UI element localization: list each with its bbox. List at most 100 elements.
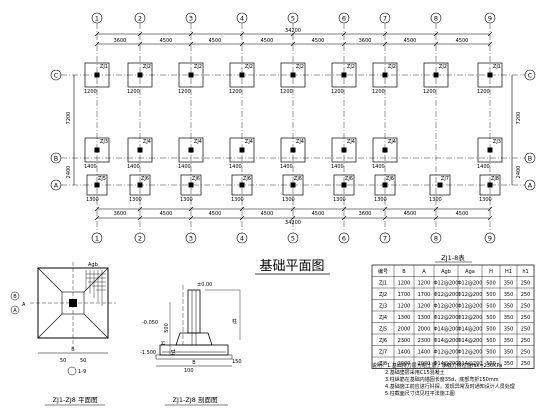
axis-ref-bubble [67,366,77,376]
table-cell: Φ14@200 [434,361,459,367]
table-cell: Φ14@200 [458,361,483,367]
axis-bubbles-left: C B A [50,69,62,191]
table-cell: 350 [504,281,514,287]
axis-ref-range: 1-9 [78,369,86,375]
table-cell: 1200 [398,281,411,287]
column-mark [94,72,100,78]
axis-ref-a: A [13,308,17,314]
top-span-dim: 3600 [359,38,372,44]
table-cell: 1400 [398,350,411,356]
column-mark [290,147,296,153]
dim-tick [341,215,347,221]
footing-label: ZJ7 [441,176,449,182]
table-cell: 250 [521,304,531,310]
top-span-dim: 3600 [114,38,127,44]
table-cell: 1200 [398,304,411,310]
bottom-span-dim: 4500 [404,211,417,217]
footing-outline [282,174,304,196]
table-cell: 500 [486,338,496,344]
axis-ref-bubble [10,291,20,301]
dim-tick [239,41,245,47]
dim-tick [94,215,100,221]
footing-dim: 1400 [477,164,490,170]
dim-b: B [71,347,75,353]
footing-plan-detail: Agb A B A B 50 50 1-9 ZJ1-ZJ8 平面图 [10,262,116,406]
table-cell: Φ12@200 [458,281,483,287]
axis-bubble [287,12,299,24]
note-line: 说明：1.基础持力层为粘土层，承载力特征值fak=230KPa [372,362,502,369]
footing-label: ZJ3 [493,139,501,145]
top-span-dim: 4500 [404,38,417,44]
table-header-cell: B [402,269,406,275]
footing-label: ZJ6 [386,176,394,182]
table-cell: 250 [521,350,531,356]
table-cell: Φ12@200 [434,350,459,356]
footing-dim: 1400 [84,164,97,170]
table-cell: 2000 [418,327,431,333]
dim-tick [137,31,143,37]
footing-outline [477,137,503,163]
right-dim-2400: 2400 [516,166,522,179]
table-cell: 500 [486,327,496,333]
column-mark [239,147,245,153]
axis-letter: B [54,155,58,163]
table-cell: Φ14@200 [434,338,459,344]
axis-number: 1 [95,15,99,23]
dim-tick [94,206,100,212]
footing-label: ZJ6 [141,176,149,182]
footing-dim: 1200 [331,89,344,95]
column-mark [94,182,100,188]
dim-tick [290,31,296,37]
table-cell: Φ12@200 [434,304,459,310]
dim-tick [382,41,388,47]
dim-tick [94,31,100,37]
axis-letter: A [54,182,59,190]
footing-outline [229,137,255,163]
footing-label: ZJ2 [439,64,447,70]
axis-number: 8 [434,235,438,243]
table-cell: 500 [486,281,496,287]
slope-line [83,267,109,293]
axis-number: 8 [434,15,438,23]
elev-bottom: -1.500 [140,350,156,356]
axis-bubble [524,152,536,164]
top-span-dims: 3600 4500 4500 4500 4500 3600 4500 4500 [114,38,469,44]
dim-tick [137,215,143,221]
axis-letter: B [528,155,532,163]
axis-bubble [484,232,496,244]
table-header-cell: Aga [465,269,475,275]
axis-number: 3 [189,235,193,243]
table-cell: Φ12@200 [458,350,483,356]
footing-dim: 1400 [280,164,293,170]
axis-bubble [185,232,197,244]
column-mark [433,72,439,78]
table-cell: 2300 [398,338,411,344]
footing-outline [86,174,108,196]
footing-label: ZJ4 [388,139,396,145]
table-cell: 250 [521,361,531,367]
footing-dim: 1200 [127,89,140,95]
axis-bubble [50,179,62,191]
dim-tick [239,215,245,221]
table-cell: 1700 [398,292,411,298]
note-line: 3.柱纵筋在基础内锚固长度35d，底部弯折150mm [385,376,499,383]
dim-a: A [22,302,26,308]
footing-outline [178,137,204,163]
axis-bubble [338,232,350,244]
column-mark [137,72,143,78]
axis-bubble [524,179,536,191]
axis-number: 6 [342,235,346,243]
dim-100: 100 [184,368,194,374]
dim-tick [487,41,493,47]
footing-label: ZJ6 [294,176,302,182]
footing-label: ZJ6 [243,176,251,182]
footing-label: ZJ6 [345,176,353,182]
